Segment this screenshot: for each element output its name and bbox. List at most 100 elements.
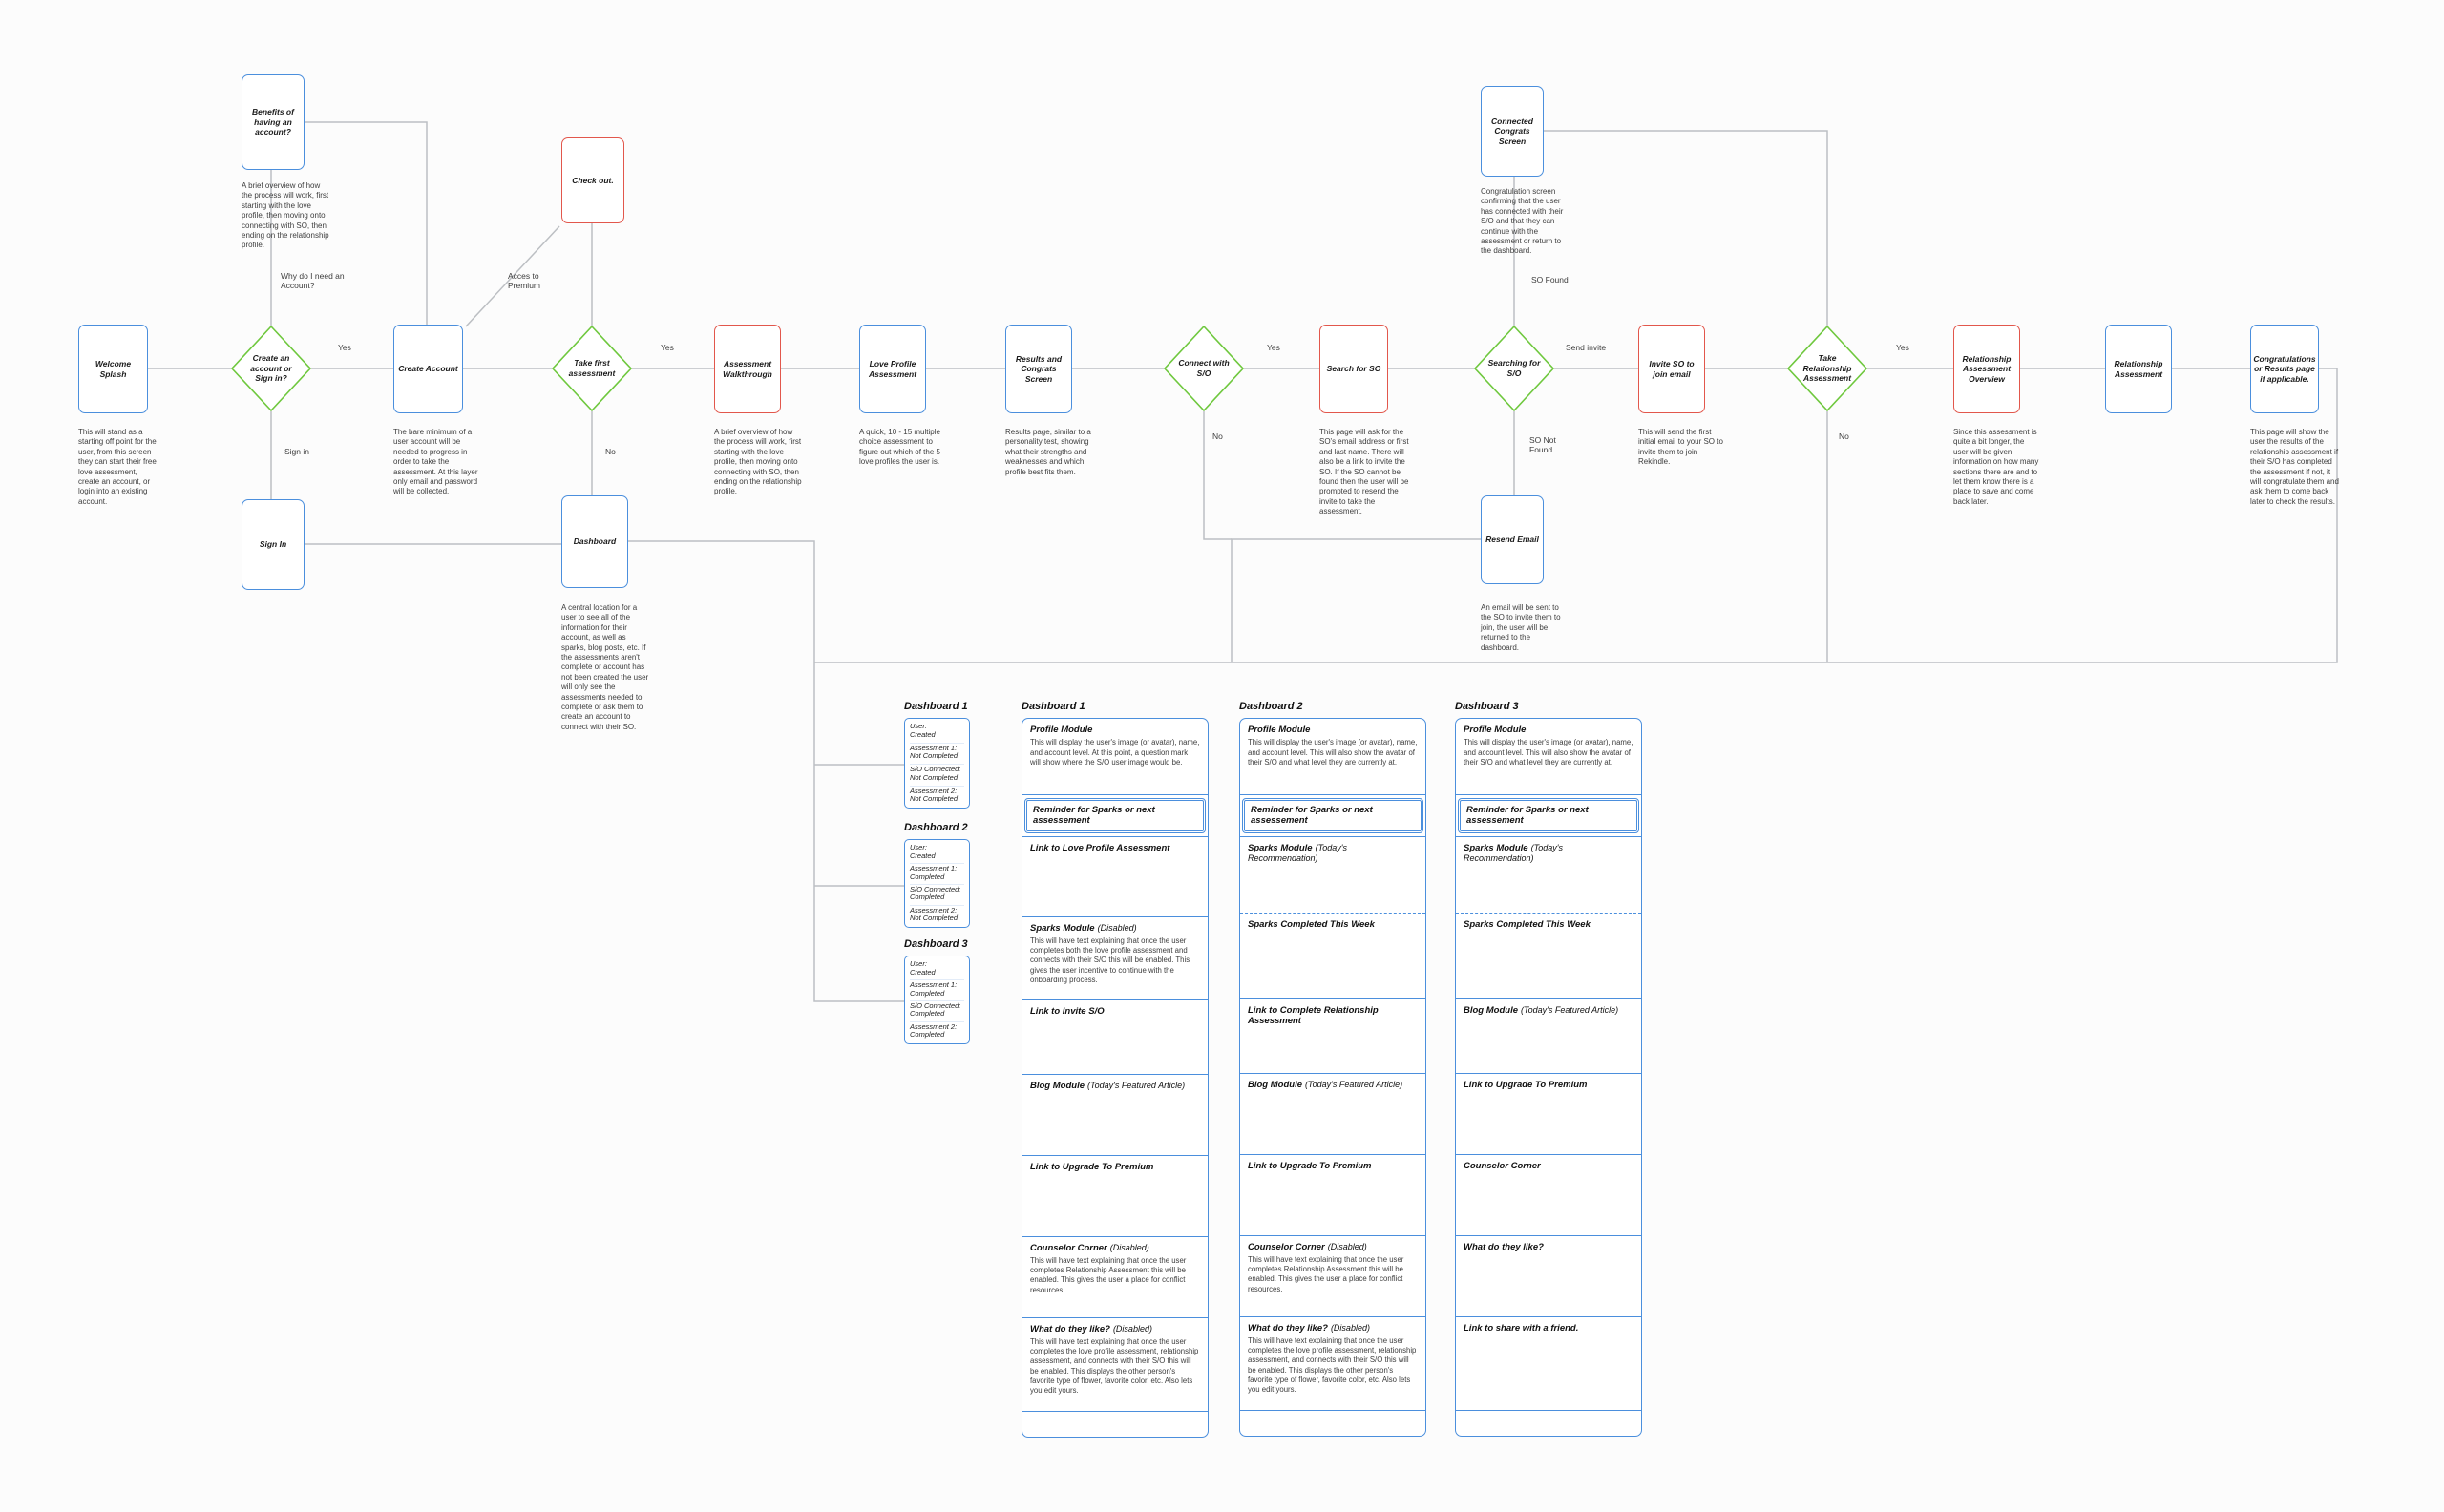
node-description: This page will ask for the SO's email ad… — [1319, 428, 1409, 516]
node-description: A quick, 10 - 15 multiple choice assessm… — [859, 428, 940, 467]
node-label: Congratulations or Results page if appli… — [2253, 353, 2316, 384]
module-link-love-profile-assessment[interactable]: Link to Love Profile Assessment — [1022, 835, 1208, 917]
state-entry: Assessment 2:Not Completed — [910, 904, 964, 924]
state-entry: User:Created — [910, 722, 936, 739]
module-sparks-completed-week[interactable]: Sparks Completed This Week — [1240, 912, 1425, 999]
node-description: The bare minimum of a user account will … — [393, 428, 478, 496]
module-reminder-sparks[interactable]: Reminder for Sparks or next assessement — [1241, 797, 1424, 834]
module-link-invite-so[interactable]: Link to Invite S/O — [1022, 1000, 1208, 1075]
module-sparks-completed-week[interactable]: Sparks Completed This Week — [1456, 912, 1641, 999]
diamond-shape — [231, 326, 311, 411]
state-entry: S/O Connected:Completed — [910, 999, 964, 1019]
node-love-profile-assessment[interactable]: Love Profile Assessment — [859, 325, 926, 413]
module-what-do-they-like[interactable]: What do they like?(Disabled)This will ha… — [1240, 1317, 1425, 1411]
module-reminder-sparks[interactable]: Reminder for Sparks or next assessement — [1457, 797, 1640, 834]
node-label: Resend Email — [1485, 535, 1539, 545]
module-counselor-corner[interactable]: Counselor Corner — [1456, 1155, 1641, 1236]
node-description: This will stand as a starting off point … — [78, 428, 157, 506]
node-label: Results and Congrats Screen — [1015, 353, 1063, 384]
module-sparks[interactable]: Sparks Module(Disabled)This will have te… — [1022, 917, 1208, 1000]
state-entry: Assessment 2:Not Completed — [910, 785, 964, 805]
node-label: Check out. — [572, 175, 614, 185]
node-label: Connect with S/O — [1178, 358, 1230, 378]
dashboard-2-panel-title: Dashboard 2 — [1239, 701, 1303, 712]
node-assessment-walkthrough[interactable]: Assessment Walkthrough — [714, 325, 781, 413]
module-counselor-corner[interactable]: Counselor Corner(Disabled)This will have… — [1240, 1236, 1425, 1317]
edge-label-yes: Yes — [1896, 343, 1909, 352]
node-welcome-splash[interactable]: Welcome Splash — [78, 325, 148, 413]
node-description: Congratulation screen confirming that th… — [1481, 187, 1564, 256]
module-empty — [1022, 1412, 1208, 1437]
module-link-upgrade-premium[interactable]: Link to Upgrade To Premium — [1022, 1156, 1208, 1237]
edge-label-why-account: Why do I need an Account? — [281, 271, 345, 291]
state-entry: Assessment 1:Completed — [910, 862, 964, 882]
module-link-share-friend[interactable]: Link to share with a friend. — [1456, 1317, 1641, 1411]
decision-take-first-assessment[interactable]: Take first assessment — [552, 326, 632, 411]
decision-take-relationship-assessment[interactable]: Take Relationship Assessment — [1787, 326, 1867, 411]
node-label: Relationship Assessment — [2114, 358, 2163, 379]
edge-label-send-invite: Send invite — [1566, 343, 1607, 352]
node-congratulations-results[interactable]: Congratulations or Results page if appli… — [2250, 325, 2319, 413]
state-entry: Assessment 2:Completed — [910, 1020, 964, 1040]
node-sign-in[interactable]: Sign In — [242, 499, 305, 590]
edge-label-so-found: SO Found — [1531, 275, 1569, 284]
module-link-upgrade-premium[interactable]: Link to Upgrade To Premium — [1456, 1074, 1641, 1155]
node-description: A brief overview of how the process will… — [714, 428, 802, 496]
module-reminder-sparks[interactable]: Reminder for Sparks or next assessement — [1023, 797, 1207, 834]
module-what-do-they-like[interactable]: What do they like?(Disabled)This will ha… — [1022, 1318, 1208, 1412]
decision-searching-for-so[interactable]: Searching for S/O — [1474, 326, 1554, 411]
node-label: Welcome Splash — [95, 358, 132, 379]
decision-create-account-or-sign-in[interactable]: Create an account or Sign in? — [231, 326, 311, 411]
node-description: A brief overview of how the process will… — [242, 181, 329, 250]
node-benefits-of-account[interactable]: Benefits of having an account? — [242, 74, 305, 170]
node-relationship-assessment[interactable]: Relationship Assessment — [2105, 325, 2172, 413]
node-label: Create Account — [398, 364, 458, 374]
module-empty — [1456, 1411, 1641, 1436]
state-entry: S/O Connected:Completed — [910, 883, 964, 903]
node-connected-congrats-screen[interactable]: Connected Congrats Screen — [1481, 86, 1544, 177]
node-results-congrats-screen[interactable]: Results and Congrats Screen — [1005, 325, 1072, 413]
node-label: Benefits of having an account? — [252, 107, 294, 137]
dashboard-state-1[interactable]: User:Created Assessment 1:Not Completed … — [904, 718, 970, 808]
module-what-do-they-like[interactable]: What do they like? — [1456, 1236, 1641, 1317]
node-label: Invite SO to join email — [1649, 358, 1695, 379]
module-sparks[interactable]: Sparks Module(Today's Recommendation) — [1240, 835, 1425, 913]
module-sparks[interactable]: Sparks Module(Today's Recommendation) — [1456, 835, 1641, 913]
node-description: Since this assessment is quite a bit lon… — [1953, 428, 2039, 506]
module-link-upgrade-premium[interactable]: Link to Upgrade To Premium — [1240, 1155, 1425, 1236]
node-resend-email[interactable]: Resend Email — [1481, 495, 1544, 584]
dashboard-state-2[interactable]: User:Created Assessment 1:Completed S/O … — [904, 839, 970, 928]
module-link-complete-relationship-assessment[interactable]: Link to Complete Relationship Assessment — [1240, 999, 1425, 1074]
node-label: Assessment Walkthrough — [723, 358, 772, 379]
edge-label-no: No — [1839, 431, 1849, 441]
dashboard-state-3[interactable]: User:Created Assessment 1:Completed S/O … — [904, 956, 970, 1044]
node-create-account[interactable]: Create Account — [393, 325, 463, 413]
edge-label-sign-in: Sign in — [284, 447, 309, 456]
diamond-shape — [1474, 326, 1554, 411]
node-description: A central location for a user to see all… — [561, 603, 649, 731]
node-invite-so-email[interactable]: Invite SO to join email — [1638, 325, 1705, 413]
module-blog[interactable]: Blog Module(Today's Featured Article) — [1022, 1075, 1208, 1156]
edge-label-access-premium: Acces to Premium — [508, 271, 541, 291]
node-check-out[interactable]: Check out. — [561, 137, 624, 223]
edge-label-yes: Yes — [1267, 343, 1280, 352]
node-description: An email will be sent to the SO to invit… — [1481, 603, 1561, 652]
module-blog[interactable]: Blog Module(Today's Featured Article) — [1456, 999, 1641, 1074]
node-relationship-assessment-overview[interactable]: Relationship Assessment Overview — [1953, 325, 2020, 413]
module-blog[interactable]: Blog Module(Today's Featured Article) — [1240, 1074, 1425, 1155]
node-label: Create an account or Sign in? — [250, 353, 292, 384]
node-search-for-so[interactable]: Search for SO — [1319, 325, 1388, 413]
decision-connect-with-so[interactable]: Connect with S/O — [1164, 326, 1244, 411]
node-label: Take Relationship Assessment — [1802, 353, 1852, 384]
node-dashboard[interactable]: Dashboard — [561, 495, 628, 588]
node-label: Searching for S/O — [1487, 358, 1541, 378]
module-counselor-corner[interactable]: Counselor Corner(Disabled)This will have… — [1022, 1237, 1208, 1318]
